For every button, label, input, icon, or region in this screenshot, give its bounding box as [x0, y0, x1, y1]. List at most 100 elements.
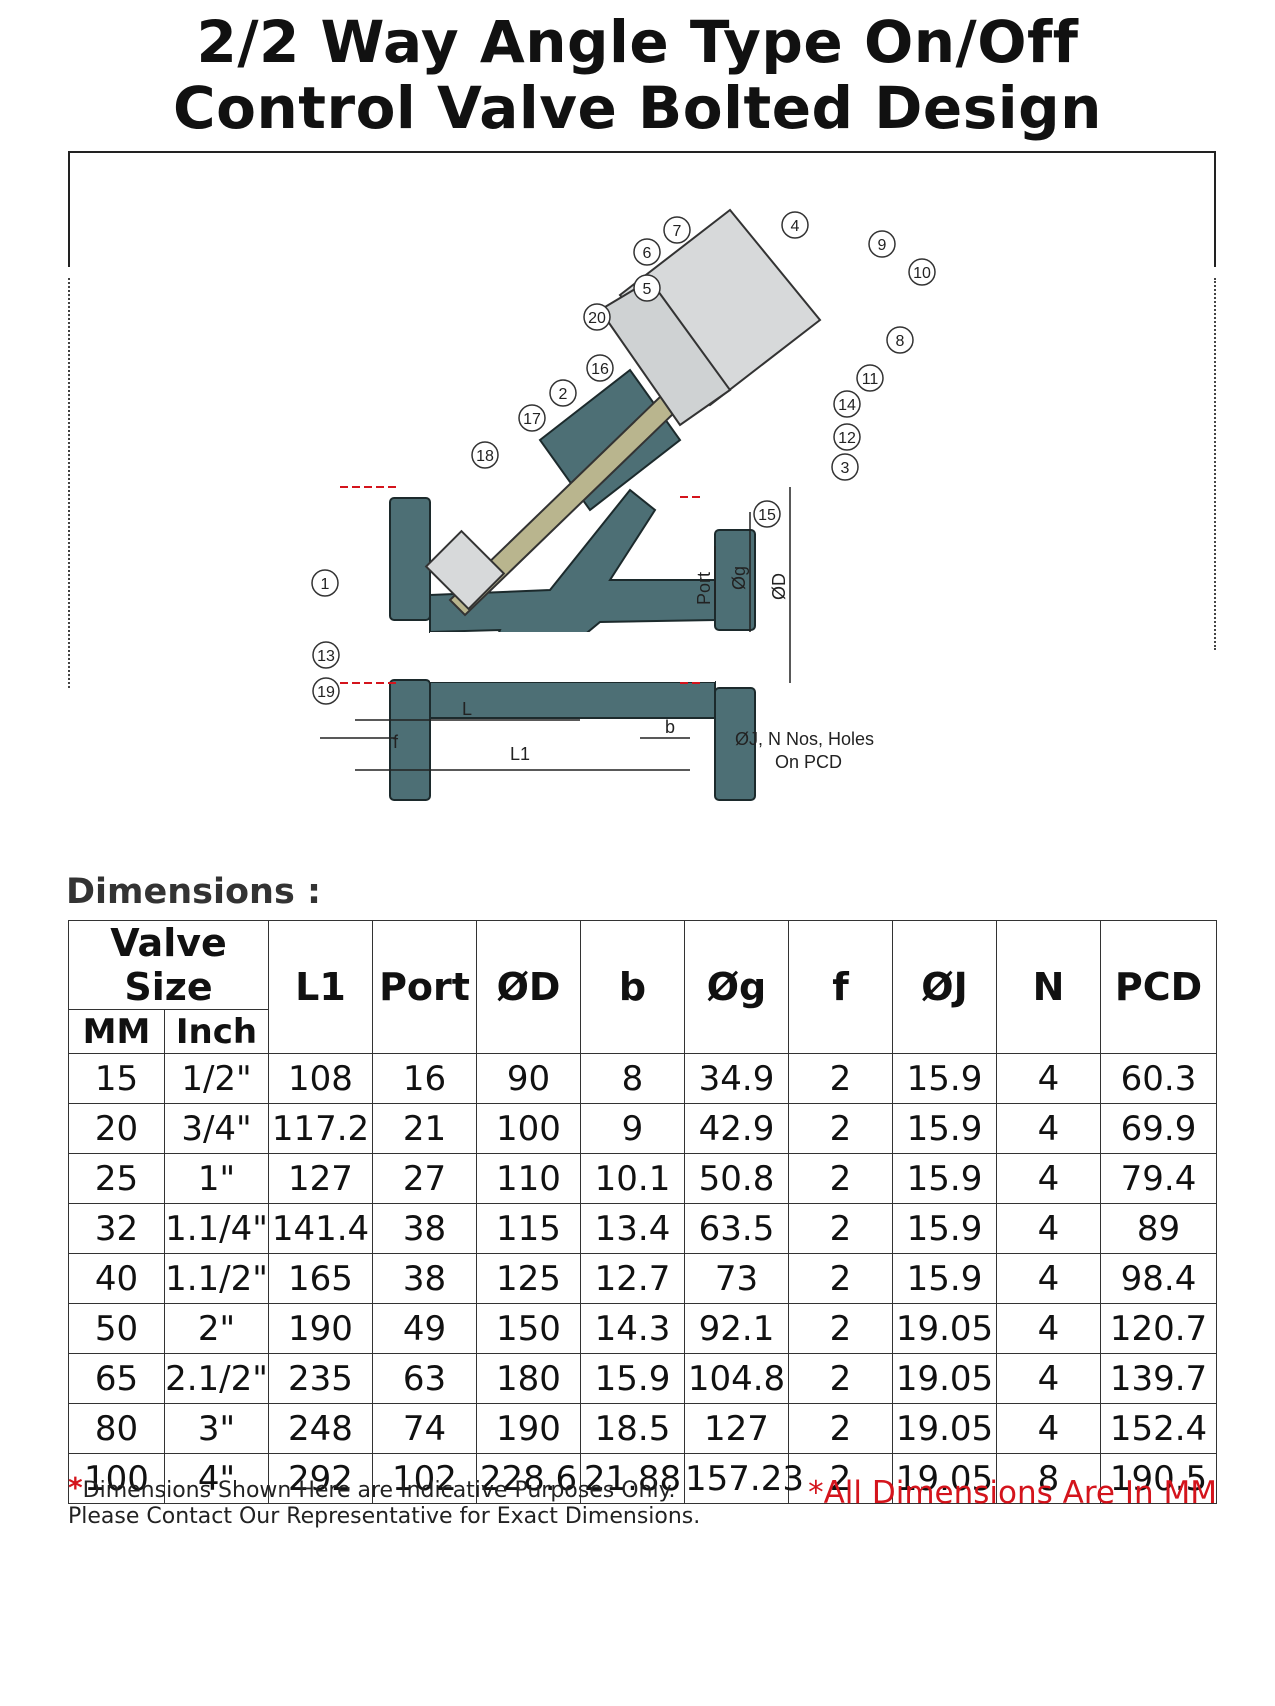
table-cell: 19.05: [892, 1303, 997, 1354]
table-cell: 190: [476, 1403, 581, 1454]
table-cell: 73: [684, 1253, 789, 1304]
table-cell: 25: [68, 1153, 165, 1204]
drawing-frame-top: [68, 151, 1216, 153]
table-cell: 42.9: [684, 1103, 789, 1154]
table-cell: 27: [372, 1153, 477, 1204]
table-cell: 40: [68, 1253, 165, 1304]
table-cell: 90: [476, 1053, 581, 1104]
valve-cross-section-diagram: L L1 f b Port Øg ØD ØJ, N Nos, Holes On …: [311, 208, 936, 801]
table-cell: 150: [476, 1303, 581, 1354]
dimensions-table: Valve Size L1 Port ØD b Øg f ØJ N PCD MM…: [68, 920, 1217, 1504]
callout-10: 10: [908, 258, 936, 286]
table-cell: 120.7: [1100, 1303, 1217, 1354]
table-cell: 18.5: [580, 1403, 685, 1454]
table-cell: 2: [788, 1153, 893, 1204]
dim-label-l1: L1: [510, 744, 530, 764]
table-cell: 141.4: [268, 1203, 373, 1254]
table-cell: 2: [788, 1053, 893, 1104]
callout-7: 7: [663, 216, 691, 244]
callout-13: 13: [312, 641, 340, 669]
dim-label-holes-2: On PCD: [775, 752, 842, 772]
table-cell: 50: [68, 1303, 165, 1354]
svg-text:14: 14: [838, 397, 856, 414]
table-cell: 8: [996, 1453, 1101, 1504]
table-cell: 4": [164, 1453, 269, 1504]
callout-11: 11: [856, 364, 884, 392]
callout-19: 19: [312, 677, 340, 705]
table-cell: 98.4: [1100, 1253, 1217, 1304]
table-cell: 2.1/2": [164, 1353, 269, 1404]
dim-label-d: ØD: [769, 573, 789, 600]
table-cell: 4: [996, 1253, 1101, 1304]
valve-body: [389, 368, 756, 801]
dimensions-heading: Dimensions :: [66, 872, 321, 912]
svg-text:12: 12: [838, 430, 856, 447]
table-cell: 125: [476, 1253, 581, 1304]
table-cell: 117.2: [268, 1103, 373, 1154]
table-cell: 13.4: [580, 1203, 685, 1254]
table-cell: 115: [476, 1203, 581, 1254]
svg-text:9: 9: [878, 237, 887, 254]
table-cell: 228.6: [476, 1453, 581, 1504]
actuator: [598, 208, 822, 427]
table-cell: 38: [372, 1253, 477, 1304]
table-cell: 14.3: [580, 1303, 685, 1354]
part-callouts: 1 2 3 4 5 6 7 8 9 10 11 12 13 14 15 16 1…: [311, 211, 936, 705]
page-title-line1: 2/2 Way Angle Type On/Off: [196, 8, 1079, 76]
table-cell: 1.1/4": [164, 1203, 269, 1254]
table-cell: 60.3: [1100, 1053, 1217, 1104]
table-cell: 89: [1100, 1203, 1217, 1254]
table-cell: 2: [788, 1253, 893, 1304]
table-cell: 248: [268, 1403, 373, 1454]
callout-9: 9: [868, 230, 896, 258]
svg-text:10: 10: [913, 265, 931, 282]
callout-16: 16: [586, 354, 614, 382]
callout-17: 17: [518, 404, 546, 432]
table-cell: 69.9: [1100, 1103, 1217, 1154]
dim-label-l: L: [462, 699, 472, 719]
table-cell: 74: [372, 1403, 477, 1454]
table-cell: 92.1: [684, 1303, 789, 1354]
svg-text:7: 7: [673, 223, 682, 240]
table-cell: 19.05: [892, 1403, 997, 1454]
table-cell: 108: [268, 1053, 373, 1104]
svg-text:1: 1: [321, 576, 330, 593]
header-f: f: [788, 920, 893, 1054]
left-flange-upper: [389, 497, 431, 621]
drawing-frame-left: [68, 151, 70, 267]
drawing-frame-dotted-left: [68, 278, 70, 688]
callout-4: 4: [781, 211, 809, 239]
svg-text:15: 15: [758, 507, 776, 524]
table-cell: 32: [68, 1203, 165, 1254]
table-cell: 65: [68, 1353, 165, 1404]
table-cell: 19.05: [892, 1353, 997, 1404]
table-cell: 63.5: [684, 1203, 789, 1254]
callout-8: 8: [886, 326, 914, 354]
header-b: b: [580, 920, 685, 1054]
callout-1: 1: [311, 569, 339, 597]
units-note: *All Dimensions Are In MM: [808, 1475, 1217, 1511]
svg-text:2: 2: [559, 386, 568, 403]
table-cell: 2: [788, 1303, 893, 1354]
callout-2: 2: [549, 379, 577, 407]
callout-12: 12: [833, 423, 861, 451]
table-cell: 15.9: [892, 1103, 997, 1154]
table-cell: 152.4: [1100, 1403, 1217, 1454]
table-cell: 4: [996, 1053, 1101, 1104]
table-cell: 104.8: [684, 1353, 789, 1404]
table-cell: 139.7: [1100, 1353, 1217, 1404]
right-flange-lower: [714, 687, 756, 801]
table-cell: 2: [788, 1203, 893, 1254]
table-cell: 10.1: [580, 1153, 685, 1204]
table-cell: 110: [476, 1153, 581, 1204]
svg-text:5: 5: [643, 281, 652, 298]
table-cell: 34.9: [684, 1053, 789, 1104]
page-title-line2: Control Valve Bolted Design: [173, 74, 1102, 142]
table-cell: 4: [996, 1153, 1101, 1204]
callout-3: 3: [831, 453, 859, 481]
